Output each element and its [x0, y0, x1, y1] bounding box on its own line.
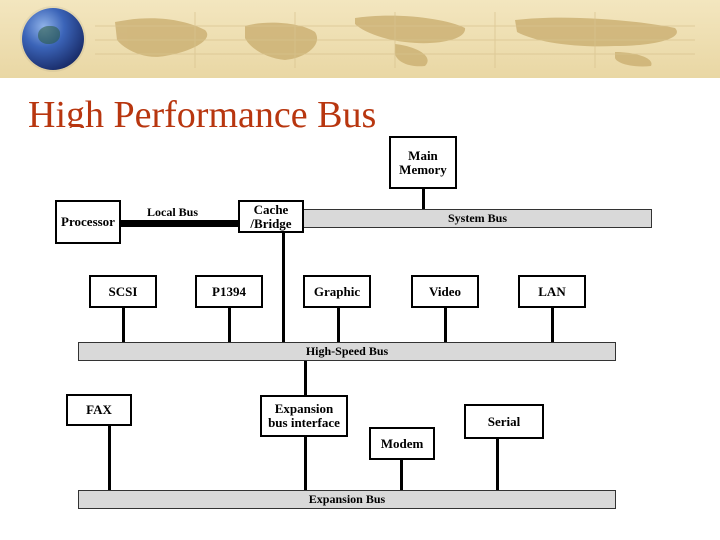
serial-box: Serial — [464, 404, 544, 439]
graphic-connector — [337, 307, 340, 343]
expansion-bus-interface-box: Expansion bus interface — [260, 395, 348, 437]
video-connector — [444, 307, 447, 343]
modem-connector — [400, 459, 403, 491]
scsi-box: SCSI — [89, 275, 157, 308]
system-bus-label: System Bus — [447, 211, 507, 225]
world-map-decoration — [95, 12, 695, 68]
local-bus-line — [120, 220, 240, 227]
p1394-box: P1394 — [195, 275, 263, 308]
graphic-box: Graphic — [303, 275, 371, 308]
serial-connector — [496, 438, 499, 491]
lan-box: LAN — [518, 275, 586, 308]
title-overlap-mask — [28, 128, 468, 142]
lan-connector — [551, 307, 554, 343]
main-memory-box: Main Memory — [389, 136, 457, 189]
memory-to-system-bus-line — [422, 188, 425, 210]
modem-box: Modem — [369, 427, 435, 460]
expansion-bus-label: Expansion Bus — [308, 492, 386, 506]
fax-box: FAX — [66, 394, 132, 426]
p1394-connector — [228, 307, 231, 343]
video-box: Video — [411, 275, 479, 308]
expansion-bus: Expansion Bus — [78, 490, 616, 509]
high-speed-bus-label: High-Speed Bus — [305, 344, 389, 358]
bridge-to-highspeed-line — [282, 231, 285, 343]
processor-box: Processor — [55, 200, 121, 244]
highspeed-to-expansion-if-line — [304, 361, 307, 396]
header-banner — [0, 0, 720, 78]
local-bus-label: Local Bus — [147, 205, 199, 219]
high-speed-bus: High-Speed Bus — [78, 342, 616, 361]
system-bus: System Bus — [303, 209, 652, 228]
fax-connector — [108, 425, 111, 491]
expansion-if-connector — [304, 436, 307, 491]
scsi-connector — [122, 307, 125, 343]
globe-icon — [22, 8, 84, 70]
cache-bridge-box: Cache /Bridge — [238, 200, 304, 233]
